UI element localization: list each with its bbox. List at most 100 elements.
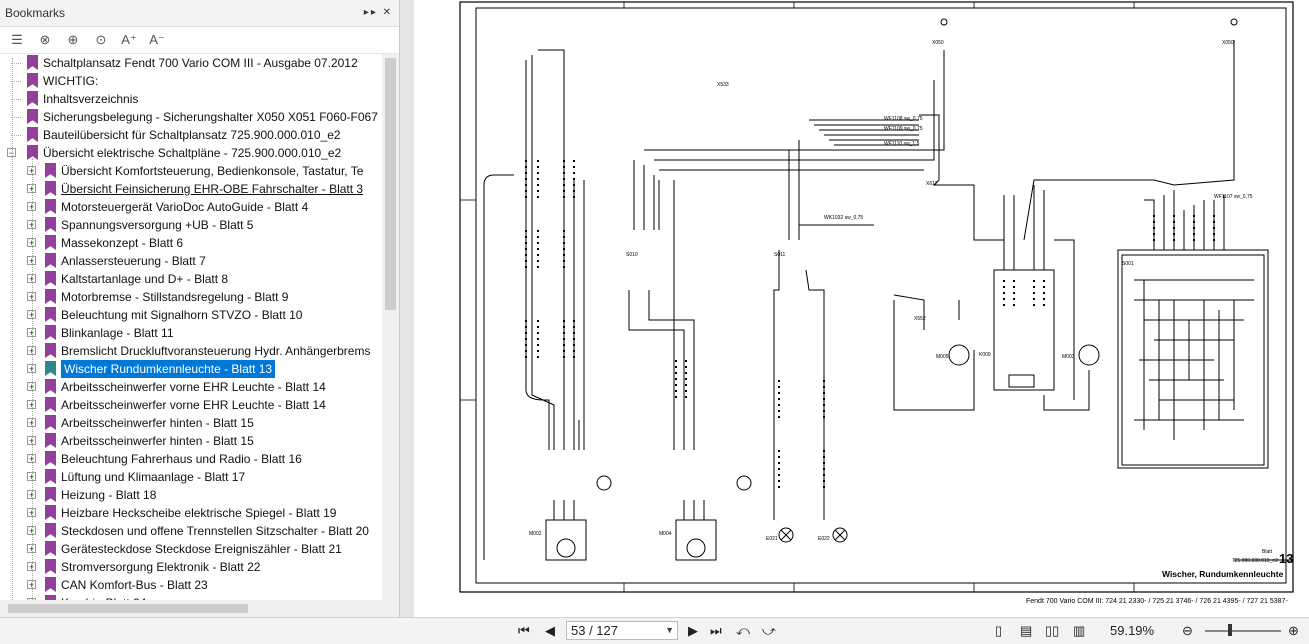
bookmark-item[interactable]: + Arbeitsscheinwerfer vorne EHR Leuchte -… bbox=[0, 378, 382, 396]
expand-icon[interactable]: + bbox=[27, 292, 36, 302]
bookmark-item[interactable]: + Kaltstartanlage und D+ - Blatt 8 bbox=[0, 270, 382, 288]
expand-all-icon[interactable]: ☰ bbox=[11, 32, 23, 47]
bookmark-label[interactable]: Motorbremse - Stillstandsregelung - Blat… bbox=[61, 290, 289, 304]
expand-icon[interactable]: + bbox=[27, 454, 36, 464]
expand-icon[interactable]: + bbox=[27, 382, 36, 392]
bookmark-item[interactable]: + Übersicht Feinsicherung EHR-OBE Fahrsch… bbox=[0, 180, 382, 198]
expand-icon[interactable]: + bbox=[27, 490, 36, 500]
bookmark-item[interactable]: Inhaltsverzeichnis bbox=[0, 90, 382, 108]
expand-icon[interactable]: + bbox=[27, 364, 36, 374]
bookmark-item[interactable]: + Übersicht Komfortsteuerung, Bedienkonso… bbox=[0, 162, 382, 180]
go-back-icon[interactable]: ⤺ bbox=[736, 623, 750, 638]
expand-icon[interactable]: + bbox=[27, 328, 36, 338]
bookmark-label[interactable]: Arbeitsscheinwerfer hinten - Blatt 15 bbox=[61, 434, 254, 448]
bookmark-item[interactable]: + Spannungsversorgung +UB - Blatt 5 bbox=[0, 216, 382, 234]
bookmark-label[interactable]: Arbeitsscheinwerfer vorne EHR Leuchte - … bbox=[61, 380, 326, 394]
bookmark-label[interactable]: Bremslicht Druckluftvoransteuerung Hydr.… bbox=[61, 344, 371, 358]
expand-icon[interactable]: + bbox=[27, 202, 36, 212]
bookmark-label[interactable]: Beleuchtung mit Signalhorn STVZO - Blatt… bbox=[61, 308, 303, 322]
bookmark-item[interactable]: + Beleuchtung mit Signalhorn STVZO - Blat… bbox=[0, 306, 382, 324]
vertical-scrollbar[interactable] bbox=[382, 54, 399, 617]
expand-icon[interactable]: + bbox=[27, 508, 36, 518]
bookmark-label[interactable]: Beleuchtung Fahrerhaus und Radio - Blatt… bbox=[61, 452, 302, 466]
bookmark-item[interactable]: WICHTIG: bbox=[0, 72, 382, 90]
last-page-icon[interactable]: ⏭ bbox=[710, 623, 722, 638]
bookmark-label[interactable]: Gerätesteckdose Steckdose Ereigniszähler… bbox=[61, 542, 342, 556]
expand-icon[interactable]: + bbox=[27, 310, 36, 320]
bookmark-item[interactable]: +Motorsteuergerät VarioDoc AutoGuide - B… bbox=[0, 198, 382, 216]
bookmark-item[interactable]: − Übersicht elektrische Schaltpläne - 725… bbox=[0, 144, 382, 162]
bookmark-label[interactable]: Anlassersteuerung - Blatt 7 bbox=[61, 254, 206, 268]
expand-icon[interactable]: + bbox=[27, 274, 36, 284]
bookmark-label[interactable]: Wischer Rundumkennleuchte - Blatt 13 bbox=[61, 360, 276, 378]
bookmark-item[interactable]: + Motorbremse - Stillstandsregelung - Bla… bbox=[0, 288, 382, 306]
next-page-icon[interactable]: ▶ bbox=[688, 623, 698, 638]
bookmark-label[interactable]: Spannungsversorgung +UB - Blatt 5 bbox=[61, 218, 254, 232]
expand-icon[interactable]: + bbox=[27, 256, 36, 266]
collapse-icon[interactable]: − bbox=[7, 148, 16, 158]
zoom-out-icon[interactable]: ⊖ bbox=[1182, 623, 1193, 638]
expand-icon[interactable]: + bbox=[27, 184, 36, 194]
hscrollbar-thumb[interactable] bbox=[8, 604, 248, 613]
zoom-in-icon[interactable]: ⊕ bbox=[1288, 623, 1299, 638]
bookmark-label[interactable]: WICHTIG: bbox=[43, 74, 99, 88]
bookmark-item[interactable]: + Arbeitsscheinwerfer hinten - Blatt 15 bbox=[0, 414, 382, 432]
continuous-facing-icon[interactable]: ▥ bbox=[1073, 623, 1086, 638]
single-page-icon[interactable]: ▯ bbox=[995, 623, 1003, 638]
bookmark-label[interactable]: Schaltplansatz Fendt 700 Vario COM III -… bbox=[43, 56, 358, 70]
horizontal-scrollbar[interactable] bbox=[0, 600, 382, 617]
bookmark-label[interactable]: Übersicht Komfortsteuerung, Bedienkonsol… bbox=[61, 164, 364, 178]
page-number-field[interactable]: 53 / 127▼ bbox=[566, 621, 678, 640]
expand-icon[interactable]: + bbox=[27, 346, 36, 356]
delete-bookmark-icon[interactable]: ⊗ bbox=[39, 32, 51, 47]
bookmark-label[interactable]: Stromversorgung Elektronik - Blatt 22 bbox=[61, 560, 261, 574]
bookmark-item[interactable]: Schaltplansatz Fendt 700 Vario COM III -… bbox=[0, 54, 382, 72]
bookmark-item[interactable]: Sicherungsbelegung - Sicherungshalter X0… bbox=[0, 108, 382, 126]
bookmark-item[interactable]: + Bremslicht Druckluftvoransteuerung Hydr… bbox=[0, 342, 382, 360]
bookmark-item[interactable]: + Heizung - Blatt 18 bbox=[0, 486, 382, 504]
expand-icon[interactable]: + bbox=[27, 220, 36, 230]
expand-icon[interactable]: + bbox=[27, 472, 36, 482]
panel-controls[interactable]: ▸▸ ✕ bbox=[363, 7, 393, 18]
scrollbar-thumb[interactable] bbox=[385, 58, 396, 310]
expand-icon[interactable]: + bbox=[27, 400, 36, 410]
bookmark-item[interactable]: + Blinkanlage - Blatt 11 bbox=[0, 324, 382, 342]
bookmark-item[interactable]: + Lüftung und Klimaanlage - Blatt 17 bbox=[0, 468, 382, 486]
bookmark-label[interactable]: Lüftung und Klimaanlage - Blatt 17 bbox=[61, 470, 246, 484]
facing-icon[interactable]: ▯▯ bbox=[1045, 623, 1060, 638]
bookmark-properties-icon[interactable]: ⊙ bbox=[95, 32, 107, 47]
expand-icon[interactable]: + bbox=[27, 544, 36, 554]
bookmark-label[interactable]: Bauteilübersicht für Schaltplansatz 725.… bbox=[43, 128, 341, 142]
bookmark-label[interactable]: Heizung - Blatt 18 bbox=[61, 488, 157, 502]
bookmark-item[interactable]: +Massekonzept - Blatt 6 bbox=[0, 234, 382, 252]
bookmark-label[interactable]: Arbeitsscheinwerfer hinten - Blatt 15 bbox=[61, 416, 254, 430]
bookmark-label[interactable]: Inhaltsverzeichnis bbox=[43, 92, 139, 106]
expand-icon[interactable]: + bbox=[27, 580, 36, 590]
bookmark-label[interactable]: Steckdosen und offene Trennstellen Sitzs… bbox=[61, 524, 369, 538]
bookmark-label[interactable]: Blinkanlage - Blatt 11 bbox=[61, 326, 174, 340]
expand-icon[interactable]: + bbox=[27, 418, 36, 428]
zoom-value[interactable]: 59.19% bbox=[1110, 623, 1155, 638]
go-forward-icon[interactable]: ⤻ bbox=[762, 623, 776, 638]
font-smaller-icon[interactable]: A⁻ bbox=[149, 32, 165, 47]
bookmark-label[interactable]: CAN Komfort-Bus - Blatt 23 bbox=[61, 578, 208, 592]
expand-icon[interactable]: + bbox=[27, 436, 36, 446]
bookmark-label[interactable]: Kaltstartanlage und D+ - Blatt 8 bbox=[61, 272, 229, 286]
font-larger-icon[interactable]: A⁺ bbox=[121, 32, 137, 47]
bookmark-label[interactable]: Übersicht elektrische Schaltpläne - 725.… bbox=[43, 146, 342, 160]
bookmark-item[interactable]: + Arbeitsscheinwerfer hinten - Blatt 15 bbox=[0, 432, 382, 450]
bookmark-label[interactable]: Arbeitsscheinwerfer vorne EHR Leuchte - … bbox=[61, 398, 326, 412]
bookmark-item[interactable]: +Steckdosen und offene Trennstellen Sitz… bbox=[0, 522, 382, 540]
chevron-down-icon[interactable]: ▼ bbox=[665, 625, 674, 635]
bookmark-item[interactable]: + Heizbare Heckscheibe elektrische Spiege… bbox=[0, 504, 382, 522]
bookmark-label[interactable]: Heizbare Heckscheibe elektrische Spiegel… bbox=[61, 506, 337, 520]
expand-icon[interactable]: + bbox=[27, 166, 36, 176]
zoom-slider-knob[interactable] bbox=[1228, 624, 1232, 636]
bookmark-item[interactable]: + Gerätesteckdose Steckdose Ereigniszähle… bbox=[0, 540, 382, 558]
bookmark-label[interactable]: Massekonzept - Blatt 6 bbox=[61, 236, 184, 250]
bookmark-item[interactable]: + Beleuchtung Fahrerhaus und Radio - Blat… bbox=[0, 450, 382, 468]
add-bookmark-icon[interactable]: ⊕ bbox=[67, 32, 79, 47]
bookmark-item[interactable]: +Stromversorgung Elektronik - Blatt 22 bbox=[0, 558, 382, 576]
bookmark-label[interactable]: Übersicht Feinsicherung EHR-OBE Fahrscha… bbox=[61, 182, 364, 196]
first-page-icon[interactable]: ⏮ bbox=[518, 623, 530, 638]
